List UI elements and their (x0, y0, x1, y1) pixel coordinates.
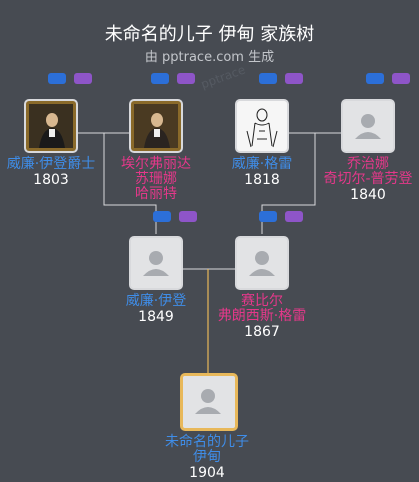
expand-father-button[interactable] (151, 73, 169, 84)
p7-photo[interactable] (180, 373, 238, 431)
p2-name[interactable]: 埃尔弗丽达苏珊娜哈丽特 (96, 157, 216, 202)
name-line: 威廉·伊登 (125, 293, 187, 309)
expand-father-button[interactable] (366, 73, 384, 84)
expand-mother-button[interactable] (285, 73, 303, 84)
expand-father-button[interactable] (259, 211, 277, 222)
expand-mother-button[interactable] (74, 73, 92, 84)
name-line: 威廉·伊登爵士 (6, 156, 96, 172)
p3-birth-year: 1818 (244, 172, 280, 188)
p1-photo[interactable] (24, 99, 78, 153)
expand-father-button[interactable] (48, 73, 66, 84)
name-line: 奇切尔-普劳登 (323, 171, 413, 187)
expand-father-button[interactable] (153, 211, 171, 222)
expand-mother-button[interactable] (392, 73, 410, 84)
p7-birth-year: 1904 (189, 465, 225, 481)
p4-photo[interactable] (341, 99, 395, 153)
name-line: 哈丽特 (135, 186, 177, 202)
p5-photo[interactable] (129, 236, 183, 290)
p3-photo[interactable] (235, 99, 289, 153)
page-subtitle: 由 pptrace.com 生成 (144, 50, 275, 65)
p2-photo[interactable] (129, 99, 183, 153)
p5-birth-year: 1849 (138, 309, 174, 325)
expand-mother-button[interactable] (285, 211, 303, 222)
name-line: 弗朗西斯·格雷 (217, 308, 307, 324)
name-line: 乔治娜 (347, 156, 389, 172)
p4-birth-year: 1840 (350, 187, 386, 203)
p6-photo[interactable] (235, 236, 289, 290)
name-line: 威廉·格雷 (231, 156, 293, 172)
p3-name[interactable]: 威廉·格雷 (202, 157, 322, 172)
p1-name[interactable]: 威廉·伊登爵士 (0, 157, 111, 172)
name-line: 赛比尔 (241, 293, 283, 309)
p7-name[interactable]: 未命名的儿子伊甸 (147, 435, 267, 465)
expand-father-button[interactable] (259, 73, 277, 84)
name-line: 苏珊娜 (135, 171, 177, 187)
p4-name[interactable]: 乔治娜奇切尔-普劳登 (308, 157, 419, 187)
name-line: 未命名的儿子 (165, 434, 249, 450)
p6-birth-year: 1867 (244, 324, 280, 340)
name-line: 伊甸 (193, 449, 221, 465)
p5-name[interactable]: 威廉·伊登 (96, 294, 216, 309)
expand-mother-button[interactable] (177, 73, 195, 84)
name-line: 埃尔弗丽达 (121, 156, 191, 172)
expand-mother-button[interactable] (179, 211, 197, 222)
page-title: 未命名的儿子 伊甸 家族树 (104, 24, 315, 45)
p1-birth-year: 1803 (33, 172, 69, 188)
p6-name[interactable]: 赛比尔弗朗西斯·格雷 (202, 294, 322, 324)
